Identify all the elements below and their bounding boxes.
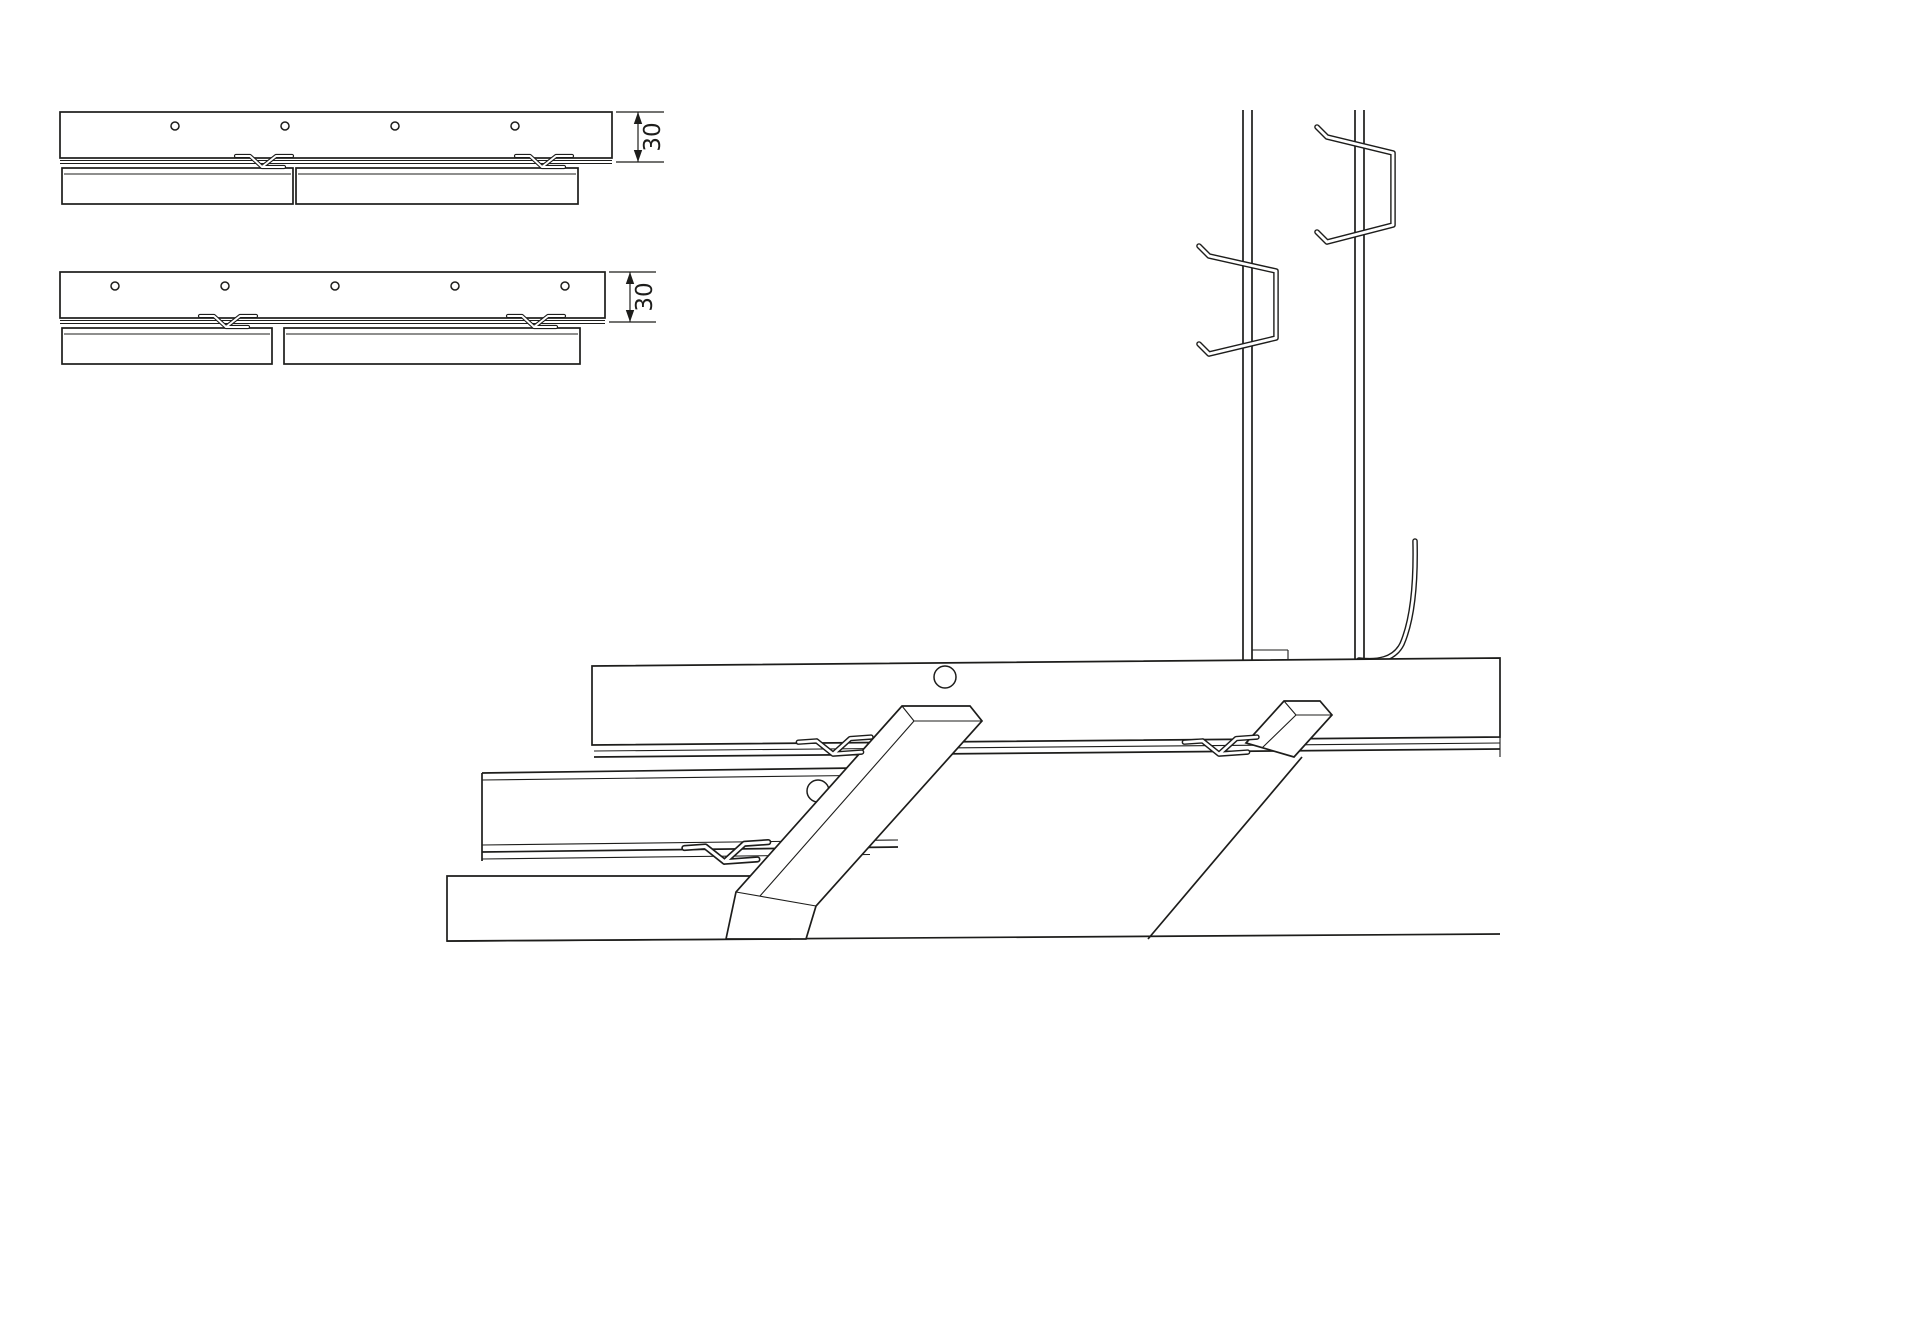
spring-clip-wire-inner [1197,244,1278,356]
panel-section-left [61,167,294,205]
screw-hole [170,121,180,131]
carrier-face [591,657,1501,746]
panel-joint-edge [1147,756,1303,940]
carrier-profile-main [591,657,1501,758]
hook-wire [1356,538,1418,664]
screw-hole [560,281,570,291]
panel-clip [233,153,295,170]
beam-edge-lines [735,705,982,907]
dimension-label-b: 30 [632,282,658,311]
spring-clip-upper [1314,124,1396,245]
panel-clip [197,313,259,330]
section-detail-a [59,111,613,205]
dimension-a: 30 [616,111,666,163]
clip-wire-inner [199,315,257,328]
spring-clip-lower [1196,243,1279,357]
section-detail-b [59,271,606,365]
clip-wire-inner [515,155,573,168]
carrier-flange-line [481,774,853,781]
dimension-arrow-down [625,310,635,322]
panel-clip [513,153,575,170]
screw-hole [280,121,290,131]
clip-wire-inner [507,315,565,328]
clip-wire-inner [235,155,293,168]
isometric-assembly [446,657,1501,942]
panel-fold-line [593,748,1501,758]
dimension-arrow-down [633,150,643,162]
panel-clip [795,734,874,757]
clip-wire-inner [682,840,770,864]
screw-hole [510,121,520,131]
panel-clip [505,313,567,330]
screw-hole [390,121,400,131]
carrier-hole [933,665,957,689]
carrier-profile-section [59,271,606,319]
beam-silhouette [724,705,984,940]
panel-clip [1181,734,1260,757]
dimension-label-a: 30 [640,122,666,151]
spring-clip-wire-inner [1315,125,1395,244]
panel-section-right [295,167,579,205]
screw-hole [450,281,460,291]
dimension-b: 30 [609,271,658,323]
dimension-arrow-up [625,272,635,284]
screw-hole [110,281,120,291]
hook-wire-inner [1357,539,1417,662]
clip-wire-inner [797,735,873,756]
carrier-top-edge [481,767,857,774]
panel-section-left [61,327,273,365]
carrier-profile-section [59,111,613,159]
beam-edge-lines [1261,700,1332,749]
screw-hole [330,281,340,291]
screw-hole [220,281,230,291]
panel-fold-line [593,742,1501,752]
panel-clip [681,838,772,865]
furring-beam-large [724,705,984,940]
clip-wire-inner [1183,735,1259,756]
suspension-rails [1242,110,1365,661]
dimension-arrow-up [633,112,643,124]
panel-section-right [283,327,581,365]
suspension-hook-wire [1356,538,1418,664]
